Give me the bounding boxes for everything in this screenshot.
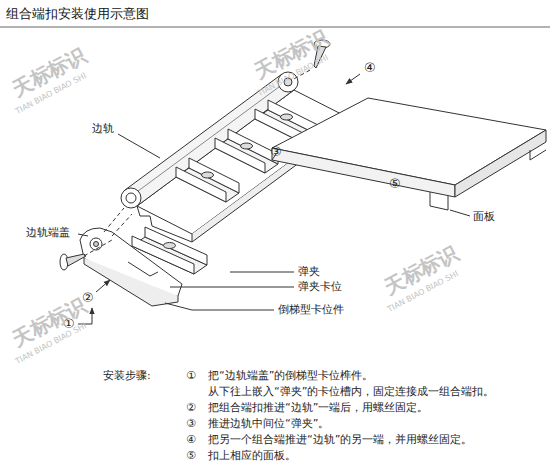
step-number: ④ xyxy=(186,433,196,446)
screw xyxy=(60,40,330,270)
spring-clips xyxy=(132,100,318,274)
part-label: 面板 xyxy=(473,210,495,223)
callout-number: ③ xyxy=(270,144,282,160)
panel xyxy=(272,98,546,210)
part-label: 弹夹 xyxy=(298,265,320,278)
part-label: 边轨端盖 xyxy=(26,226,70,239)
end-cap xyxy=(80,228,182,306)
step-text: 把组合端扣推进“边轨”一端后，用螺丝固定。 xyxy=(208,401,428,414)
assembly-line xyxy=(84,70,310,256)
spring-clip xyxy=(176,158,239,202)
callout-number: ④ xyxy=(364,60,376,76)
step-number: ⑤ xyxy=(186,449,196,462)
step-text: 把“边轨端盖”的倒梯型卡位榫件。 xyxy=(208,369,373,382)
part-label: 弹夹卡位 xyxy=(298,280,342,293)
step-number: ① xyxy=(186,369,196,382)
step-text: 推进边轨中间位“弹夹”。 xyxy=(208,417,329,430)
step-number: ③ xyxy=(186,417,196,430)
step-text: 扣上相应的面板。 xyxy=(208,449,296,462)
leader-line xyxy=(78,134,470,310)
callout-number: ⑤ xyxy=(389,176,401,192)
spring-clip xyxy=(215,129,278,173)
step-text: 从下往上嵌入“弹夹”的卡位槽内，固定连接成一组合端扣。 xyxy=(208,385,494,398)
step-number: ② xyxy=(186,401,196,414)
part-label: 倒梯型卡位件 xyxy=(278,303,344,316)
title-rule xyxy=(0,26,550,28)
direction-arrow xyxy=(78,74,360,324)
part-label: 边轨 xyxy=(92,122,114,135)
steps-heading: 安装步骤: xyxy=(103,369,151,382)
diagram-title: 组合端扣安装使用示意图 xyxy=(6,6,149,22)
step-text: 把另一个组合端推进“边轨”的另一端，并用螺丝固定。 xyxy=(208,433,472,446)
